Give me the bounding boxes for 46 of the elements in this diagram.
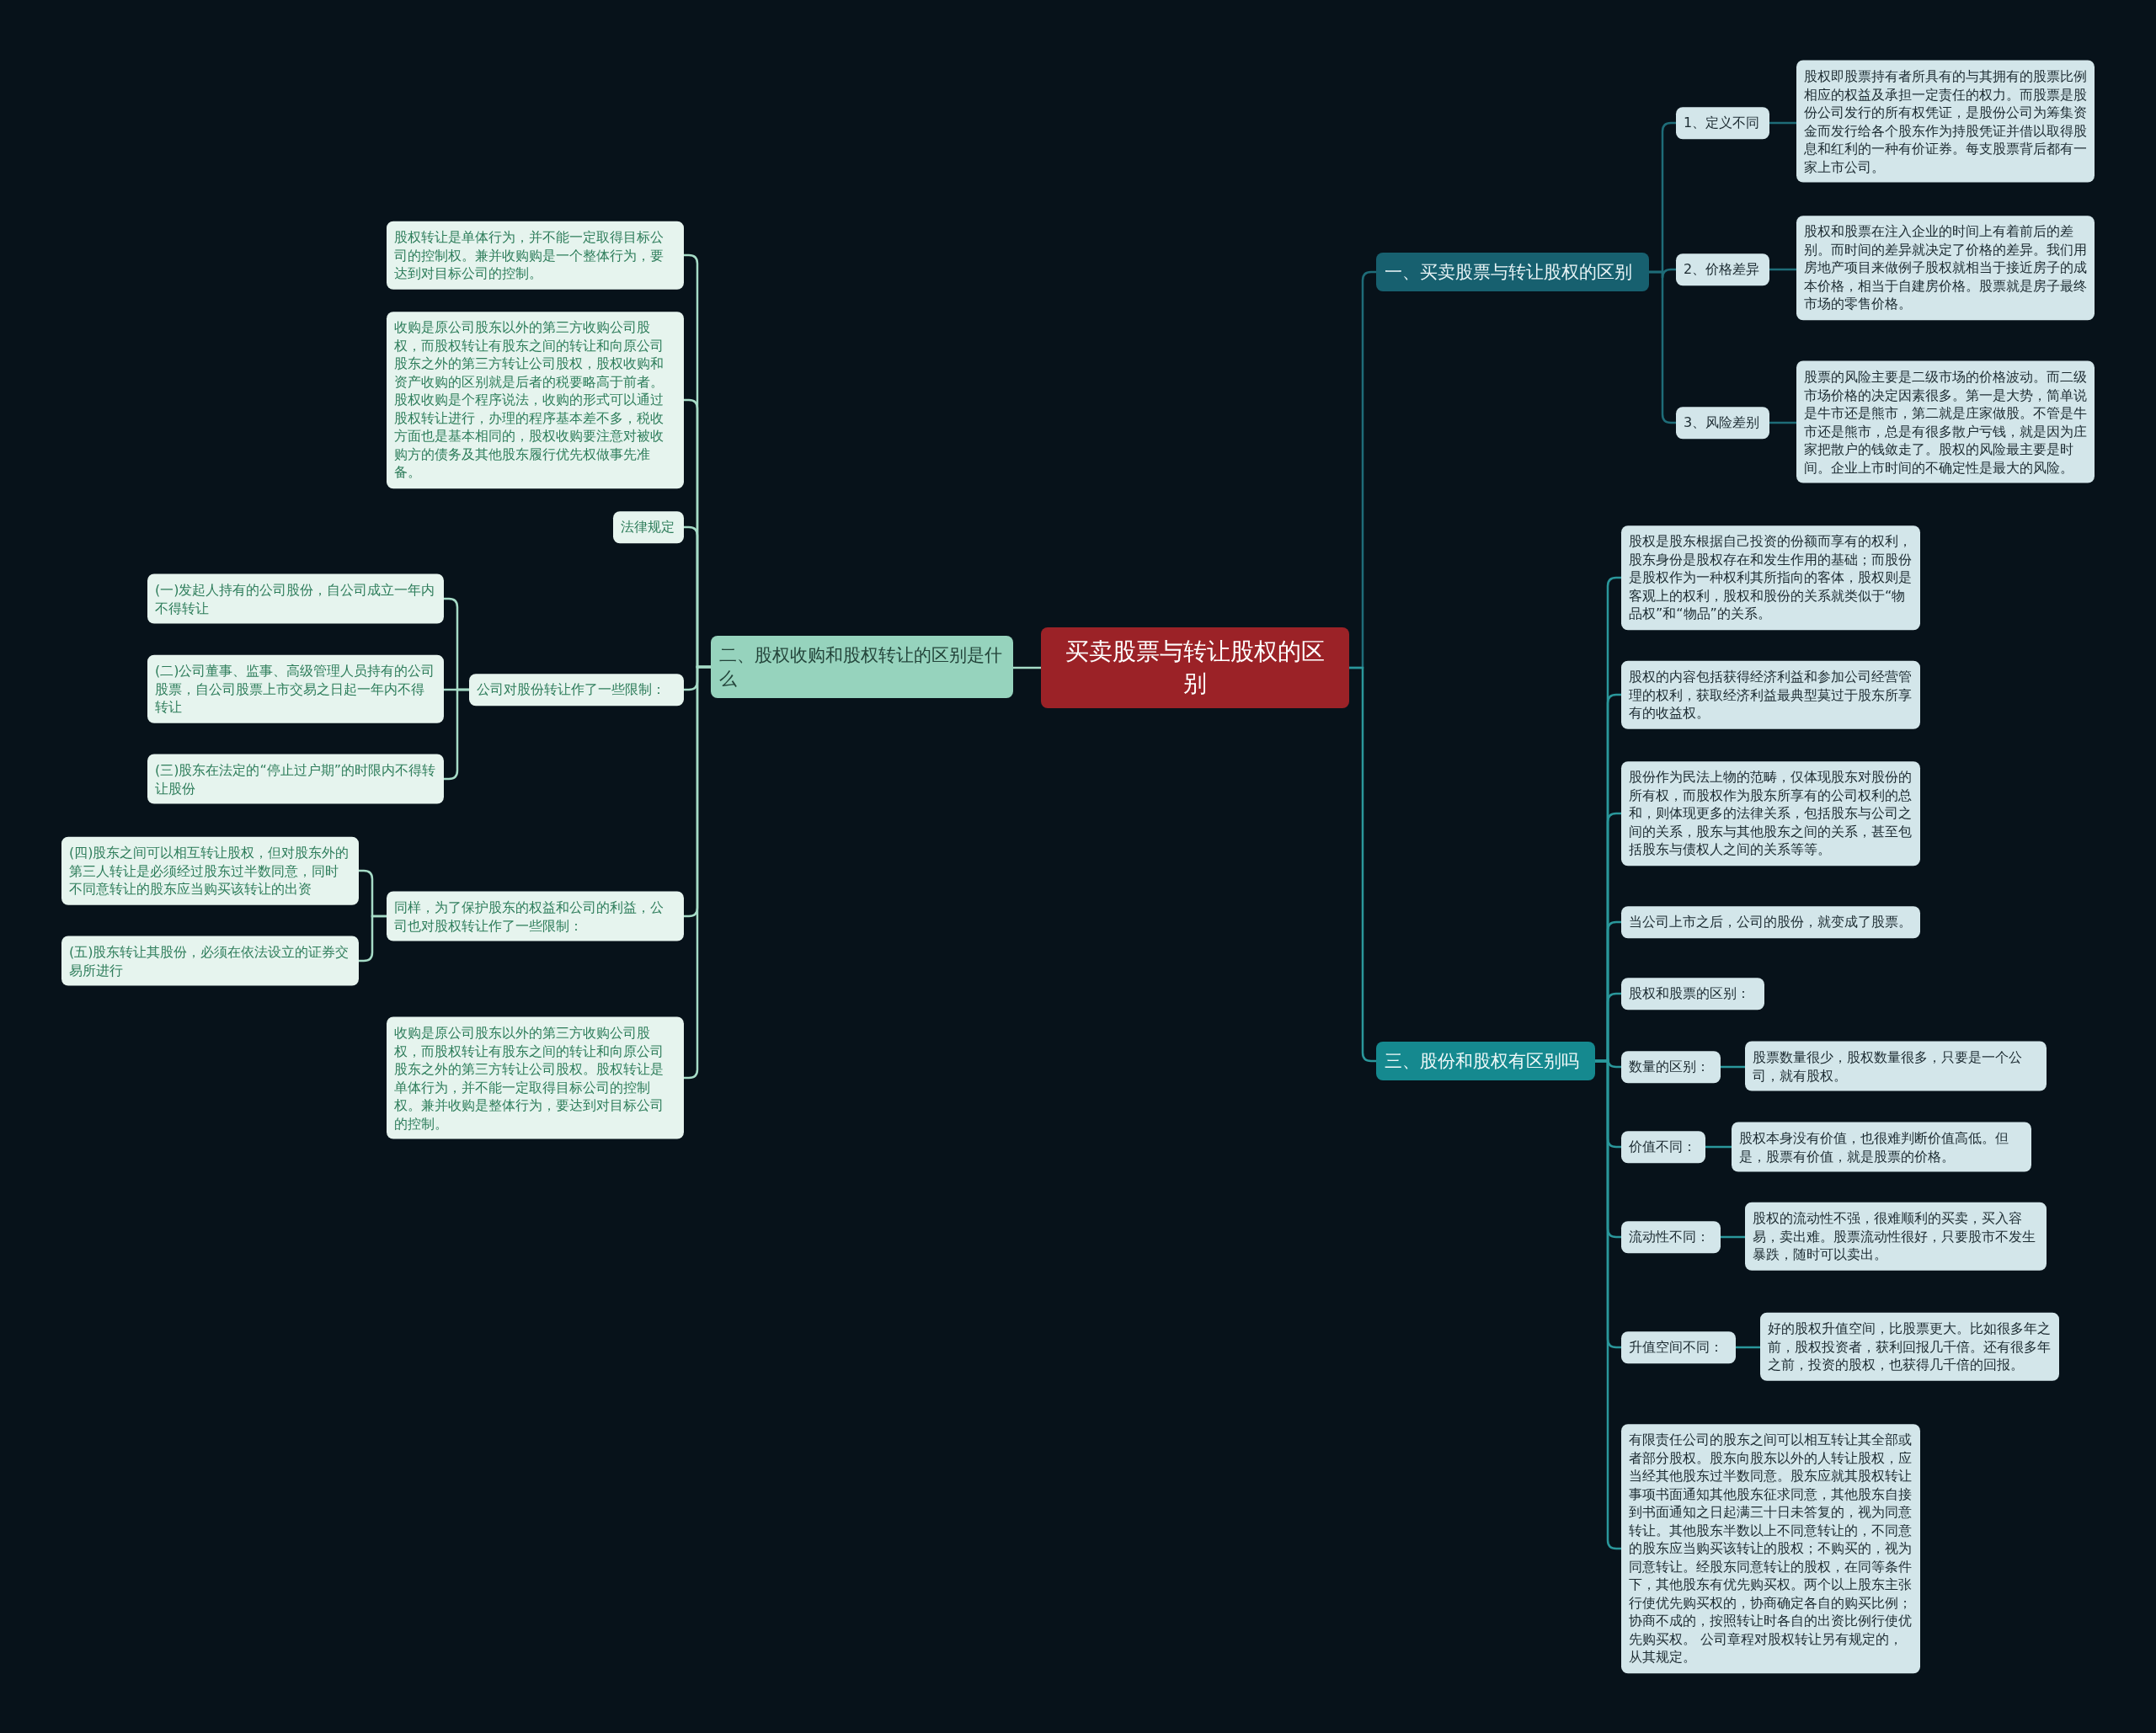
connector-line xyxy=(1721,1235,1745,1239)
note-box: 股权即股票持有者所具有的与其拥有的股票比例相应的权益及承担一定责任的权力。而股票是股份公司发行的所有权凭证，是股份公司为筹集资金而发行给各个股东作为持股凭证并借以取得股息和红利的一种有价证券。每支股票背后都有一家上市公司。 xyxy=(1796,60,2095,183)
subtopic-box: 1、定义不同 xyxy=(1676,107,1769,139)
subtopic-box: 3、风险差别 xyxy=(1676,407,1769,439)
connector-line xyxy=(1721,1065,1745,1069)
connector-line xyxy=(1769,421,1796,424)
subtopic-box: 数量的区别： xyxy=(1621,1051,1721,1083)
note-box: 股权的内容包括获得经济利益和参加公司经营管理的权利，获取经济利益最典型莫过于股东所享有的收益权。 xyxy=(1621,660,1920,729)
subtopic-box: 2、价格差异 xyxy=(1676,253,1769,285)
note-box: 股票的风险主要是二级市场的价格波动。而二级市场价格的决定因素很多。第一是大势，简单说是牛市还是熊市，第二就是庄家做股。不管是牛市还是熊市，总是有很多散户亏钱，就是因为庄家把散户的钱敛走了。股权的风险最主要是时间。企业上市时间的不确定性是最大的风险。 xyxy=(1796,360,2095,483)
note-box: 股权本身没有价值，也很难判断价值高低。但是，股票有价值，就是股票的价格。 xyxy=(1732,1122,2031,1172)
note-box: 收购是原公司股东以外的第三方收购公司股权，而股权转让有股东之间的转让和向原公司股东之外的第三方转让公司股权，股权收购和资产收购的区别就是后者的税要略高于前者。股权收购是个程序说法，收购的形式可以通过股权转让进行，办理的程序基本差不多，税收方面也是基本相同的，股权收购要注意对被收购方的债务及其他股东履行优先权做事先准备。 xyxy=(387,312,684,488)
connector-line xyxy=(1736,1346,1760,1349)
subtopic-box: 升值空间不同： xyxy=(1621,1331,1736,1363)
note-box: 当公司上市之后，公司的股份，就变成了股票。 xyxy=(1621,906,1920,938)
note-box: 有限责任公司的股东之间可以相互转让其全部或者部分股权。股东向股东以外的人转让股权，应当经其他股东过半数同意。股东应就其股权转让事项书面通知其他股东征求同意，其他股东自接到书面通知之日起满三十日未答复的，视为同意转让。其他股东半数以上不同意转让的，不同意的股东应当购买该转让的股权；不购买的，视为同意转让。经股东同意转让的股权，在同等条件下，其他股东有优先购买权。两个以上股东主张行使优先购买权的，协商确定各自的购买比例；协商不成的，按照转让时各自的出资比例行使优先购买权。 公司章程对股权转让另有规定的，从其规定。 xyxy=(1621,1424,1920,1673)
note-box: (二)公司董事、监事、高级管理人员持有的公司股票，自公司股票上市交易之日起一年内不得转让 xyxy=(147,654,444,723)
note-box: 股权的流动性不强，很难顺利的买卖，买入容易，卖出难。股票流动性很好，只要股市不发生暴跌，随时可以卖出。 xyxy=(1745,1202,2047,1271)
note-box: 股权是股东根据自己投资的份额而享有的权利，股东身份是股权存在和发生作用的基础；而股份是股权作为一种权利其所指向的客体，股权则是客观上的权利，股权和股份的关系就类似于“物品权”和“物品”的关系。 xyxy=(1621,525,1920,630)
note-box: 收购是原公司股东以外的第三方收购公司股权，而股权转让有股东之间的转让和向原公司股东之外的第三方转让公司股权。股权转让是单体行为，并不能一定取得目标公司的控制权。兼并收购是整体行为，要达到对目标公司的控制。 xyxy=(387,1016,684,1139)
note-box: (五)股东转让其股份，必须在依法设立的证券交易所进行 xyxy=(61,936,359,986)
note-box: (三)股东在法定的“停止过户期”的时限内不得转让股份 xyxy=(147,754,444,804)
branch-topic: 一、买卖股票与转让股权的区别 xyxy=(1376,253,1649,291)
note-box: 好的股权升值空间，比股票更大。比如很多年之前，股权投资者，获利回报几千倍。还有很多年之前，投资的股权，也获得几千倍的回报。 xyxy=(1760,1312,2059,1381)
connector-line xyxy=(359,914,387,962)
connector-line xyxy=(1705,1145,1732,1149)
subtopic-box: 法律规定 xyxy=(613,511,684,543)
connector-line xyxy=(684,665,711,1080)
note-box: 股权转让是单体行为，并不能一定取得目标公司的控制权。兼并收购购是一个整体行为，要达到对目标公司的控制。 xyxy=(387,221,684,290)
branch-topic: 三、股份和股权有区别吗 xyxy=(1376,1042,1595,1080)
note-box: 股份作为民法上物的范畴，仅体现股东对股份的所有权，而股权作为股东所享有的公司权利的总和，则体现更多的法律关系，包括股东与公司之间的关系，股东与其他股东之间的关系，甚至包括股东与债权人之间的关系等等。 xyxy=(1621,761,1920,866)
note-box: (四)股东之间可以相互转让股权，但对股东外的第三人转让是必须经过股东过半数同意，同时不同意转让的股东应当购买该转让的出资 xyxy=(61,836,359,905)
subtopic-box: 股权和股票的区别： xyxy=(1621,978,1764,1010)
branch-topic: 二、股权收购和股权转让的区别是什么 xyxy=(711,636,1013,698)
connector-line xyxy=(1769,268,1796,271)
connector-line xyxy=(444,688,469,781)
connector-line xyxy=(1769,121,1796,125)
note-box: (一)发起人持有的公司股份，自公司成立一年内不得转让 xyxy=(147,573,444,624)
subtopic-box: 公司对股份转让作了一些限制： xyxy=(469,674,684,706)
connector-line xyxy=(1013,666,1041,669)
subtopic-box: 同样，为了保护股东的权益和公司的利益，公司也对股权转让作了一些限制： xyxy=(387,891,684,941)
note-box: 股权和股票在注入企业的时间上有着前后的差别。而时间的差异就决定了价格的差异。我们用房地产项目来做例子股权就相当于接近房子的成本价格，相当于自建房价格。股票就是房子最终市场的零售价格。 xyxy=(1796,216,2095,320)
note-box: 股票数量很少，股权数量很多，只要是一个公司，就有股权。 xyxy=(1745,1041,2047,1091)
central-topic: 买卖股票与转让股权的区别 xyxy=(1041,627,1349,708)
subtopic-box: 流动性不同： xyxy=(1621,1221,1721,1253)
subtopic-box: 价值不同： xyxy=(1621,1131,1705,1163)
